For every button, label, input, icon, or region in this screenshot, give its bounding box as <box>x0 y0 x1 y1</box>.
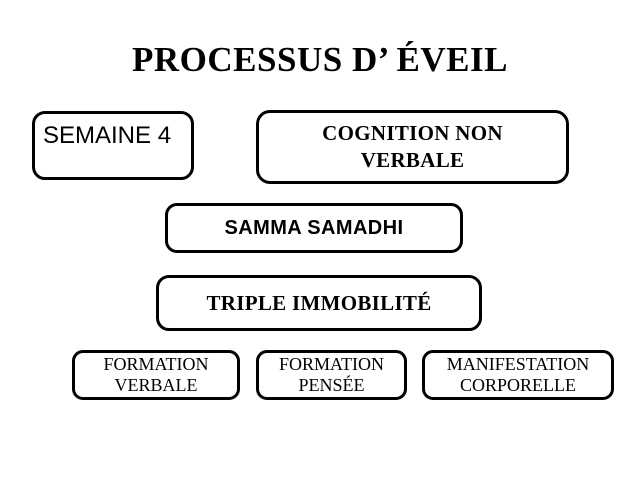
node-label: SEMAINE 4 <box>43 122 172 149</box>
node-semaine-4[interactable]: SEMAINE 4 <box>32 111 194 180</box>
node-cognition-non-verbale[interactable]: COGNITION NON VERBALE <box>256 110 569 184</box>
node-label: TRIPLE IMMOBILITÉ <box>206 291 432 315</box>
node-label: FORMATION VERBALE <box>103 354 209 395</box>
node-label: COGNITION NON VERBALE <box>322 121 503 172</box>
node-label: FORMATION PENSÉE <box>278 354 384 395</box>
node-samma-samadhi[interactable]: SAMMA SAMADHI <box>165 203 463 253</box>
node-formation-pensee[interactable]: FORMATION PENSÉE <box>256 350 407 400</box>
node-label: SAMMA SAMADHI <box>224 217 404 239</box>
node-formation-verbale[interactable]: FORMATION VERBALE <box>72 350 240 400</box>
node-label: MANIFESTATION CORPORELLE <box>446 354 590 395</box>
page-title: PROCESSUS D’ ÉVEIL <box>132 40 508 79</box>
node-manifestation-corporelle[interactable]: MANIFESTATION CORPORELLE <box>422 350 614 400</box>
node-triple-immobilite[interactable]: TRIPLE IMMOBILITÉ <box>156 275 482 331</box>
